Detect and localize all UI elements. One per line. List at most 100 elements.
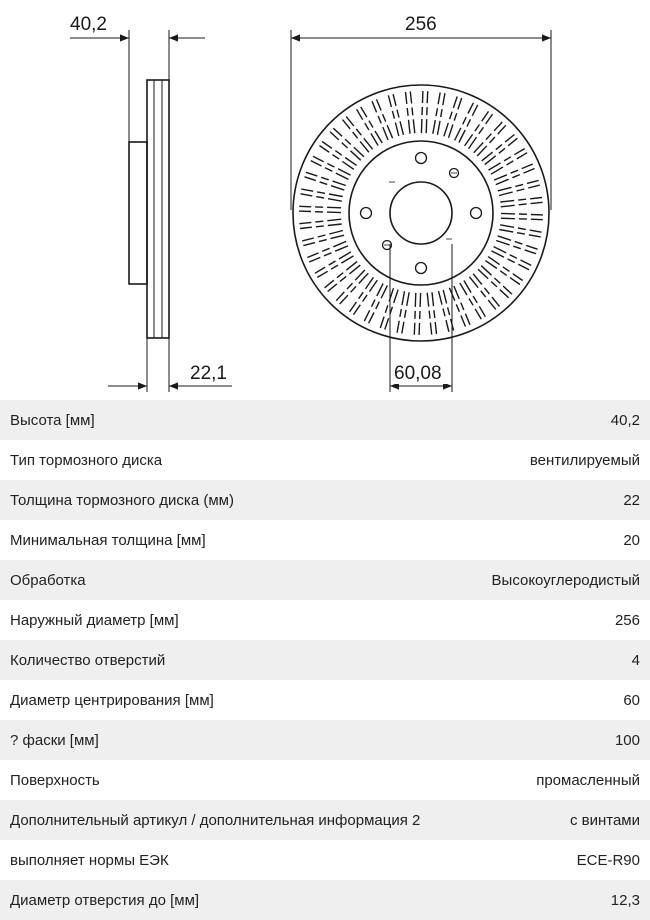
spec-label: Количество отверстий	[10, 651, 166, 669]
vent-slot	[319, 140, 357, 170]
vent-slot-stroke	[500, 204, 515, 208]
vent-slot-stroke	[499, 289, 510, 299]
vent-slot	[468, 273, 501, 310]
bolt-hole	[469, 206, 483, 220]
vent-slot-stroke	[445, 320, 450, 332]
disc-side-view	[128, 79, 170, 339]
vent-slot-stroke	[526, 179, 539, 185]
vent-slot-stroke	[455, 304, 461, 313]
vent-slot-stroke	[404, 91, 408, 104]
vent-slot-stroke	[513, 147, 526, 156]
vent-slot-stroke	[339, 275, 347, 282]
spec-value: 4	[631, 651, 640, 669]
vent-slot-stroke	[515, 183, 524, 188]
vent-slot	[426, 292, 438, 335]
vent-slot-stroke	[525, 244, 538, 250]
vent-slot-stroke	[300, 193, 313, 197]
disc-vent-slots	[298, 90, 544, 336]
vent-slot-stroke	[367, 312, 375, 324]
spec-label: Толщина тормозного диска (мм)	[10, 491, 234, 509]
vent-slot-stroke	[346, 282, 354, 290]
dim-thickness-label: 22,1	[190, 363, 227, 384]
vent-slot-stroke	[368, 120, 374, 128]
vent-slot-stroke	[518, 203, 527, 206]
vent-slot	[497, 179, 540, 197]
vent-slot-stroke	[371, 100, 378, 113]
disc-outer-edge	[292, 84, 550, 342]
vent-slot-stroke	[355, 108, 364, 121]
vent-slot-stroke	[442, 289, 448, 304]
vent-slot-stroke	[429, 322, 433, 335]
spec-label: Обработка	[10, 571, 86, 589]
vent-slot-stroke	[384, 305, 389, 314]
vent-slot-stroke	[334, 150, 343, 156]
spec-label: Высота [мм]	[10, 411, 95, 429]
vent-slot-stroke	[512, 173, 521, 179]
vent-slot-stroke	[516, 188, 525, 192]
vent-slot-stroke	[488, 136, 496, 144]
vent-slot-stroke	[485, 260, 498, 270]
vent-slot	[473, 121, 507, 157]
disc-bolt-holes	[359, 151, 483, 275]
vent-slot-stroke	[507, 137, 518, 147]
vent-slot-stroke	[333, 240, 347, 248]
vent-slot-stroke	[326, 211, 342, 214]
vent-slot-stroke	[493, 121, 503, 132]
vent-slot	[485, 256, 523, 286]
vent-slot-stroke	[491, 250, 505, 258]
vent-slot-stroke	[362, 294, 368, 302]
vent-slot-stroke	[376, 283, 384, 297]
dim-thickness	[108, 338, 232, 392]
vent-slot	[481, 133, 518, 166]
vent-slot-stroke	[329, 131, 340, 141]
vent-slot-stroke	[396, 320, 400, 333]
vent-slot-stroke	[518, 198, 527, 201]
vent-slot-stroke	[370, 133, 379, 146]
vent-slot-stroke	[500, 199, 515, 203]
vent-slot	[299, 218, 342, 230]
vent-slot	[437, 289, 455, 332]
vent-slot-stroke	[341, 142, 349, 149]
vent-slot	[335, 269, 369, 305]
vent-slot	[491, 245, 532, 271]
vent-slot-stroke	[318, 238, 327, 243]
vent-slot-stroke	[335, 291, 345, 302]
vent-slot-stroke	[406, 292, 410, 307]
vent-slot-stroke	[411, 107, 414, 116]
vent-slot-stroke	[303, 241, 316, 247]
vent-slot-stroke	[312, 155, 325, 163]
vent-slot-stroke	[490, 166, 504, 175]
spec-value: 40,2	[610, 411, 640, 429]
vent-slot-stroke	[433, 310, 436, 319]
vent-slot-stroke	[354, 269, 366, 281]
vent-slot-stroke	[375, 301, 380, 310]
vent-slot	[302, 229, 345, 247]
vent-slot	[348, 277, 378, 315]
vent-slot-stroke	[478, 305, 487, 318]
vent-slot-stroke	[352, 304, 361, 315]
vent-slot	[499, 224, 542, 238]
spec-value: промасленный	[536, 771, 640, 789]
spec-value: 100	[614, 731, 640, 749]
vent-slot	[371, 99, 394, 141]
vent-slot-stroke	[327, 283, 338, 293]
vent-slot-stroke	[327, 198, 342, 202]
vent-slot-stroke	[473, 142, 484, 154]
vent-slot-stroke	[339, 294, 349, 305]
vent-slot-stroke	[420, 118, 423, 134]
vent-slot-stroke	[409, 91, 413, 104]
spec-value: с винтами	[569, 811, 640, 829]
vent-slot-stroke	[310, 159, 322, 167]
vent-slot-stroke	[462, 116, 467, 125]
vent-slot-stroke	[377, 115, 382, 124]
vent-slot-stroke	[523, 167, 535, 174]
vent-slot-stroke	[528, 184, 540, 189]
vent-slot-stroke	[345, 116, 355, 127]
vent-slot-stroke	[299, 226, 312, 230]
vent-slot-stroke	[530, 218, 543, 221]
vent-slot-stroke	[446, 307, 451, 316]
vent-slot-stroke	[448, 111, 453, 120]
vent-slot-stroke	[435, 108, 439, 117]
